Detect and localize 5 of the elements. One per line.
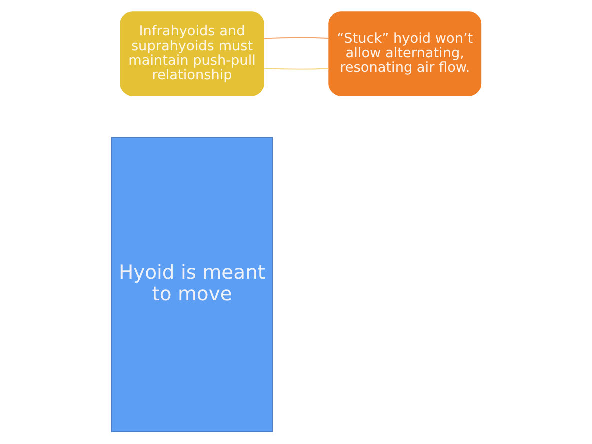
node-box: Infrahyoids and suprahyoids must maintain push-pull relationship [120, 12, 264, 96]
node-box: “Stuck” hyoid won’t allow alternating, resonating air flow. [328, 12, 482, 96]
node-box: Hyoid is meant to move [110, 137, 273, 432]
connector [263, 68, 329, 70]
connector [263, 37, 329, 40]
